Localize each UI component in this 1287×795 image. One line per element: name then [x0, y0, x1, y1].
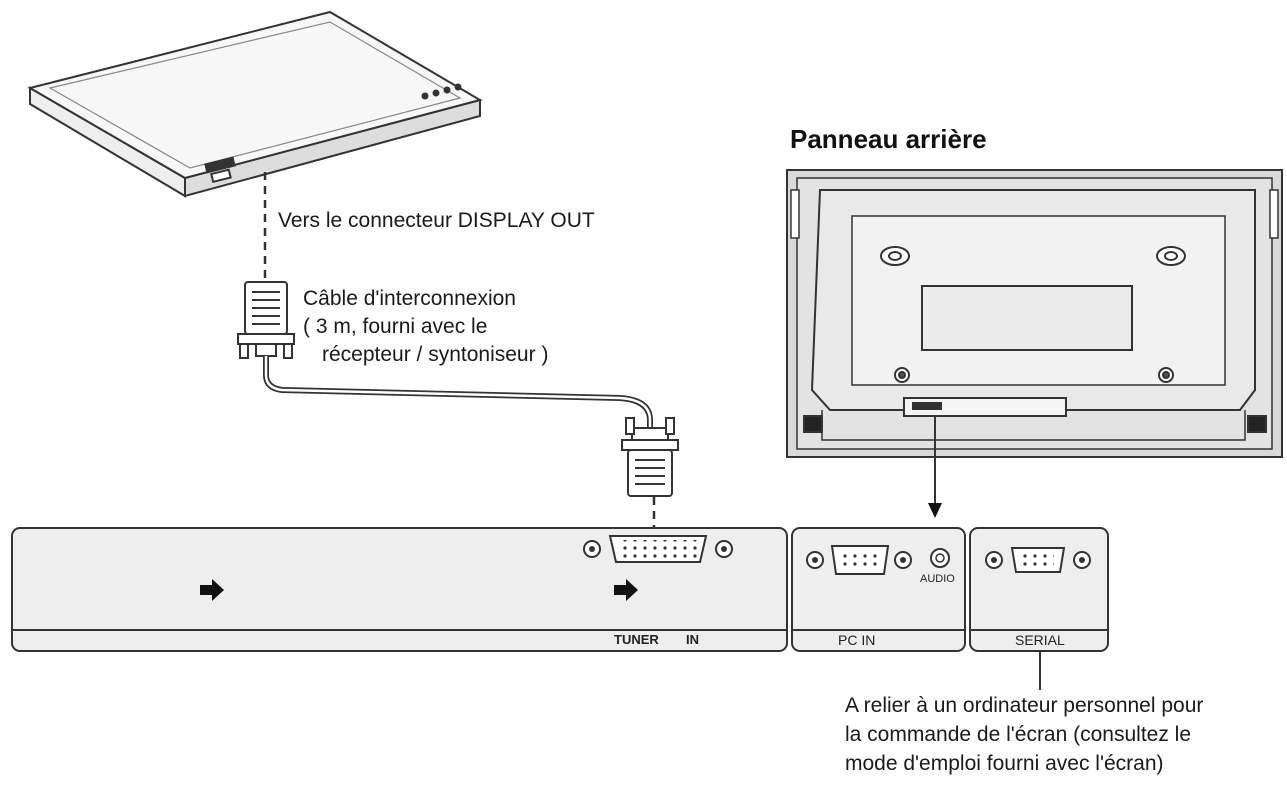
cable-label-line2: ( 3 m, fourni avec le: [303, 315, 488, 338]
pc-in-label: PC IN: [838, 632, 876, 648]
display-out-label: Vers le connecteur DISPLAY OUT: [278, 209, 595, 232]
rear-panel-heading: Panneau arrière: [790, 124, 987, 154]
arrow-down-icon: [928, 503, 942, 518]
serial-label: SERIAL: [1015, 632, 1065, 648]
cable-label-line1: Câble d'interconnexion: [303, 287, 516, 310]
pc-in-panel: [791, 527, 966, 652]
note-line1: A relier à un ordinateur personnel pour: [845, 694, 1204, 717]
display-rear-panel: [786, 169, 1283, 458]
note-line2: la commande de l'écran (consultez le: [845, 723, 1192, 746]
vga-plug-top: [237, 281, 295, 359]
arrow-right-icon: [614, 579, 638, 601]
audio-label: AUDIO: [920, 573, 955, 585]
tuner-label: TUNER: [614, 632, 659, 647]
cable-label-line3: récepteur / syntoniseur ): [322, 343, 549, 366]
arrow-right-icon: [200, 579, 224, 601]
laptop-illustration: [27, 10, 483, 198]
in-label: IN: [686, 632, 699, 647]
note-line3: mode d'emploi fourni avec l'écran): [845, 752, 1164, 775]
vga-plug-bottom: [621, 417, 679, 497]
serial-panel: [969, 527, 1109, 652]
tuner-panel: [11, 527, 788, 652]
